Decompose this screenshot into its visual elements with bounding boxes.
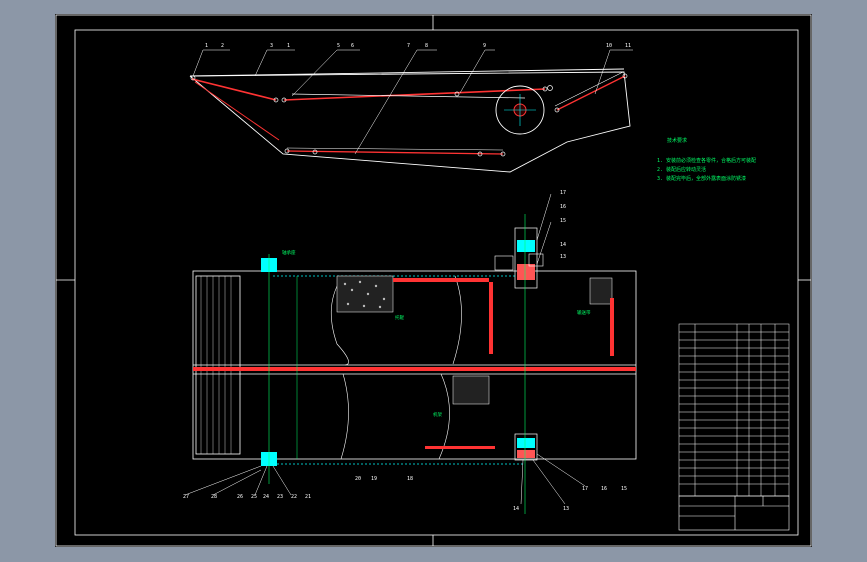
callout-17: 17	[560, 190, 566, 196]
callout-26: 26	[237, 494, 243, 500]
callout-18: 18	[407, 476, 413, 482]
tension-arm	[556, 75, 626, 111]
belt-top	[191, 78, 277, 101]
drive-shaft-left	[489, 282, 493, 354]
plan-bottom-left-callouts: 27 28 26 25 24 23 22 21	[183, 494, 311, 500]
callout-3: 3	[270, 43, 273, 49]
lower-tag: 机架	[433, 411, 442, 418]
callout-22: 22	[291, 494, 297, 500]
plan-bottom-mid-callouts: 20 19 18	[355, 476, 413, 482]
callout-14: 14	[560, 242, 566, 248]
material-section-3	[589, 277, 613, 305]
frame-outline	[189, 71, 631, 173]
callout-6: 6	[351, 43, 354, 49]
belt-upper	[283, 88, 546, 101]
incline-belt	[194, 81, 280, 141]
callout-17b: 17	[582, 486, 588, 492]
callout-16b: 16	[601, 486, 607, 492]
callout-27: 27	[183, 494, 189, 500]
drive-pulley	[495, 85, 545, 135]
callout-2: 2	[221, 43, 224, 49]
callout-15b: 15	[621, 486, 627, 492]
technical-notes: 技术要求 1. 安装前必须检查各零件，合格后方可装配 2. 装配后应转动灵活 3…	[657, 137, 756, 182]
end-roller	[200, 276, 232, 454]
center-tag: 托辊	[395, 314, 404, 321]
callout-14b: 14	[513, 506, 519, 512]
drawing-sheet: 1 2 3 1 5 6 7 8 9 10 11 技术要求 1. 安装前必须检查各…	[55, 14, 812, 547]
callout-8: 8	[425, 43, 428, 49]
callout-5: 5	[337, 43, 340, 49]
right-tag: 输送带	[577, 309, 591, 316]
lower-guide	[425, 446, 495, 449]
callout-28: 28	[211, 494, 217, 500]
callout-21: 21	[305, 494, 311, 500]
notes-line-1: 1. 安装前必须检查各零件，合格后方可装配	[657, 157, 756, 164]
notes-title: 技术要求	[667, 137, 687, 144]
belt-return	[286, 150, 504, 155]
bearing-block-top	[514, 227, 538, 289]
side-elevation-view: 1 2 3 1 5 6 7 8 9 10 11	[189, 43, 633, 173]
callout-25: 25	[251, 494, 257, 500]
parts-list-table	[678, 323, 790, 497]
callout-4: 1	[287, 43, 290, 49]
left-tag: 轴承座	[282, 249, 296, 256]
pulley-section-top	[517, 264, 535, 280]
bearing-block-bottom	[514, 433, 538, 461]
callout-13b: 13	[563, 506, 569, 512]
callout-13: 13	[560, 254, 566, 260]
plan-bottom-right-callouts: 17 16 15 14 13	[513, 486, 627, 512]
callout-7: 7	[407, 43, 410, 49]
bearing-top	[517, 240, 535, 252]
upper-guide	[393, 278, 489, 282]
callout-16: 16	[560, 204, 566, 210]
title-block	[678, 495, 790, 531]
callout-10: 10	[606, 43, 612, 49]
callout-9: 9	[483, 43, 486, 49]
callout-19: 19	[371, 476, 377, 482]
pulley-section-bottom	[517, 450, 535, 458]
bearing-bottom	[517, 438, 535, 448]
callout-1: 1	[205, 43, 208, 49]
callout-23: 23	[277, 494, 283, 500]
material-section-2	[452, 375, 490, 405]
callout-24: 24	[263, 494, 269, 500]
sheet-border	[55, 14, 812, 547]
callout-15: 15	[560, 218, 566, 224]
plan-view: 轴承座 托辊 输送带 机架 17 16 15 14 13 27 28 26 25…	[183, 190, 637, 514]
notes-line-3: 3. 装配完毕后，全部外露表面涂防锈漆	[657, 175, 746, 182]
callout-20: 20	[355, 476, 361, 482]
callout-11: 11	[625, 43, 631, 49]
notes-line-2: 2. 装配后应转动灵活	[657, 166, 706, 173]
cad-drawing: 1 2 3 1 5 6 7 8 9 10 11 技术要求 1. 安装前必须检查各…	[55, 14, 812, 547]
plan-top-callouts: 17 16 15 14 13	[560, 190, 566, 260]
drive-shaft-right	[610, 298, 614, 356]
center-belt	[193, 367, 636, 371]
